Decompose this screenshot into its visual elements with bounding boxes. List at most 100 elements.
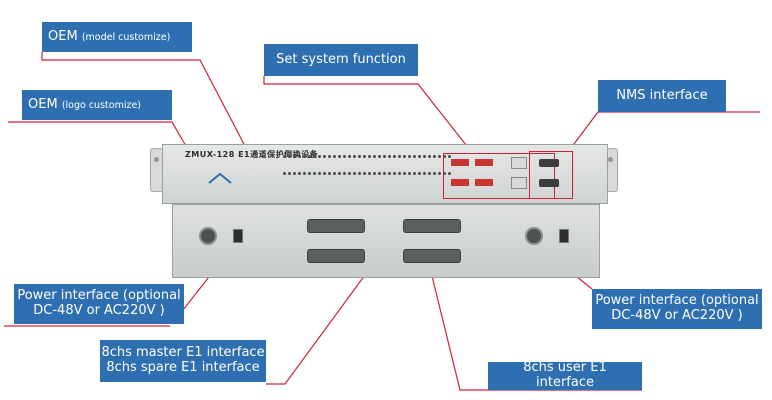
system-function-highlight bbox=[443, 153, 555, 199]
config-switch[interactable] bbox=[511, 177, 527, 189]
e1-user-connector[interactable] bbox=[403, 219, 461, 233]
callout-power-left: Power interface (optional DC-48V or AC22… bbox=[14, 284, 184, 324]
led-indicator bbox=[368, 155, 371, 158]
led-indicator bbox=[378, 172, 381, 175]
callout-set-system-function: Set system function bbox=[264, 44, 418, 76]
led-indicator bbox=[373, 172, 376, 175]
dip-switch[interactable] bbox=[475, 179, 493, 186]
callout-power-right-line2: DC-48V or AC220V ) bbox=[611, 308, 743, 323]
led-indicator bbox=[323, 172, 326, 175]
callout-oem-logo-main: OEM bbox=[28, 96, 58, 112]
led-indicator bbox=[348, 172, 351, 175]
brand-logo bbox=[207, 172, 233, 185]
led-indicator bbox=[338, 172, 341, 175]
led-indicator bbox=[363, 155, 366, 158]
led-indicator bbox=[313, 155, 316, 158]
dip-switch[interactable] bbox=[475, 159, 493, 166]
led-indicator bbox=[408, 172, 411, 175]
led-indicator bbox=[403, 155, 406, 158]
leader-nms bbox=[567, 111, 760, 153]
led-indicator bbox=[323, 155, 326, 158]
led-indicator bbox=[343, 155, 346, 158]
dip-switch[interactable] bbox=[451, 159, 469, 166]
leader-e1-main bbox=[266, 259, 377, 385]
led-indicator bbox=[353, 155, 356, 158]
e1-user-connector[interactable] bbox=[403, 249, 461, 263]
power-connector-left[interactable] bbox=[199, 227, 217, 245]
led-indicator bbox=[428, 172, 431, 175]
dip-switch[interactable] bbox=[451, 179, 469, 186]
led-indicator bbox=[288, 172, 291, 175]
callout-power-right: Power interface (optional DC-48V or AC22… bbox=[592, 289, 762, 329]
nms-interface-highlight bbox=[529, 151, 573, 199]
power-connector-right[interactable] bbox=[525, 227, 543, 245]
led-indicator bbox=[353, 172, 356, 175]
led-indicator bbox=[298, 172, 301, 175]
led-indicator bbox=[313, 172, 316, 175]
led-indicator bbox=[358, 155, 361, 158]
led-indicator bbox=[403, 172, 406, 175]
e1-spare-connector[interactable] bbox=[307, 249, 365, 263]
led-indicator bbox=[418, 155, 421, 158]
led-indicator-grid bbox=[283, 155, 451, 189]
led-indicator bbox=[398, 155, 401, 158]
power-switch-left[interactable] bbox=[233, 229, 243, 243]
leader-set-system bbox=[263, 76, 471, 151]
led-indicator bbox=[438, 172, 441, 175]
led-indicator bbox=[363, 172, 366, 175]
led-indicator bbox=[348, 155, 351, 158]
led-indicator bbox=[393, 155, 396, 158]
led-indicator bbox=[413, 172, 416, 175]
callout-power-left-line1: Power interface (optional bbox=[17, 288, 181, 304]
callout-oem-model: OEM (model customize) bbox=[42, 22, 192, 52]
chassis-front-panel: ZMUX-128 E1通道保护倒换设备 bbox=[162, 144, 608, 204]
power-switch-right[interactable] bbox=[559, 229, 569, 243]
led-indicator bbox=[308, 155, 311, 158]
led-row bbox=[283, 172, 451, 175]
led-indicator bbox=[358, 172, 361, 175]
led-indicator bbox=[293, 155, 296, 158]
led-indicator bbox=[303, 155, 306, 158]
model-label: ZMUX-128 E1通道保护倒换设备 bbox=[185, 150, 319, 159]
led-indicator bbox=[423, 155, 426, 158]
led-indicator bbox=[333, 155, 336, 158]
led-indicator bbox=[288, 155, 291, 158]
e1-master-connector[interactable] bbox=[307, 219, 365, 233]
callout-power-left-line2: DC-48V or AC220V ) bbox=[33, 303, 165, 318]
led-indicator bbox=[328, 172, 331, 175]
led-indicator bbox=[413, 155, 416, 158]
led-indicator bbox=[443, 155, 446, 158]
callout-nms-interface: NMS interface bbox=[598, 80, 726, 112]
callout-e1-main-line2: 8chs spare E1 interface bbox=[106, 360, 260, 375]
chassis-rear-panel bbox=[172, 204, 600, 278]
led-indicator bbox=[298, 155, 301, 158]
callout-e1-user: 8chs user E1 interface bbox=[488, 360, 642, 390]
led-indicator bbox=[398, 172, 401, 175]
nms-port[interactable] bbox=[539, 159, 559, 167]
config-switch[interactable] bbox=[511, 157, 527, 169]
callout-oem-logo: OEM (logo customize) bbox=[22, 90, 172, 120]
led-indicator bbox=[448, 172, 451, 175]
led-indicator bbox=[373, 155, 376, 158]
led-indicator bbox=[418, 172, 421, 175]
led-indicator bbox=[383, 155, 386, 158]
led-indicator bbox=[438, 155, 441, 158]
led-row bbox=[283, 155, 451, 158]
led-indicator bbox=[283, 155, 286, 158]
nms-port[interactable] bbox=[539, 179, 559, 187]
led-indicator bbox=[338, 155, 341, 158]
led-indicator bbox=[343, 172, 346, 175]
led-indicator bbox=[283, 172, 286, 175]
logo-icon bbox=[208, 172, 232, 184]
callout-oem-model-main: OEM bbox=[48, 28, 78, 44]
led-indicator bbox=[433, 172, 436, 175]
led-indicator bbox=[408, 155, 411, 158]
led-indicator bbox=[318, 172, 321, 175]
callout-e1-main-line1: 8chs master E1 interface bbox=[101, 345, 265, 361]
callout-e1-master-spare: 8chs master E1 interface 8chs spare E1 i… bbox=[100, 340, 266, 382]
led-indicator bbox=[448, 155, 451, 158]
led-indicator bbox=[393, 172, 396, 175]
led-indicator bbox=[388, 155, 391, 158]
callout-power-right-line1: Power interface (optional bbox=[595, 293, 759, 309]
led-indicator bbox=[293, 172, 296, 175]
